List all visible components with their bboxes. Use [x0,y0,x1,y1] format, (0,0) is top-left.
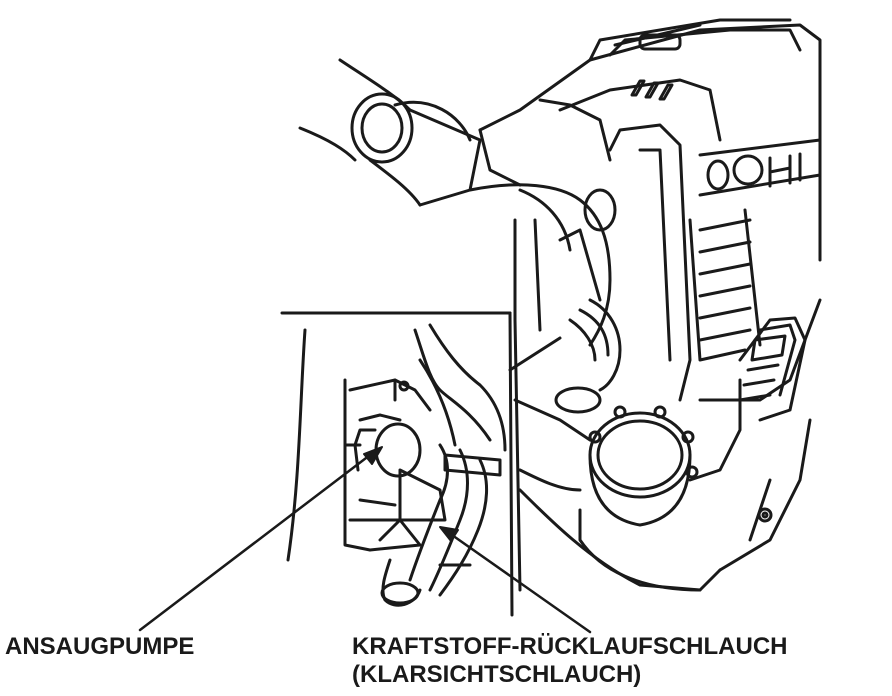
fuel-tank [513,298,822,592]
intake-tube [298,58,482,207]
fuel-cap [588,405,699,527]
leader-return-hose [439,526,592,634]
fuel-return-hose-title: KRAFTSTOFF-RÜCKLAUFSCHLAUCH [352,633,788,660]
fuel-line-loop [468,183,622,414]
inset-detail [286,323,507,607]
engine-shroud [478,18,822,402]
side-grip [738,316,807,422]
callout-frame [280,311,562,617]
fuel-return-hose-note: (KLARSICHTSCHLAUCH) [352,661,642,688]
primer-pump-label: ANSAUGPUMPE [5,633,195,660]
fuel-return-hose-label: KRAFTSTOFF-RÜCKLAUFSCHLAUCH (KLARSICHTSC… [352,633,788,689]
leader-primer-pump [138,446,383,632]
